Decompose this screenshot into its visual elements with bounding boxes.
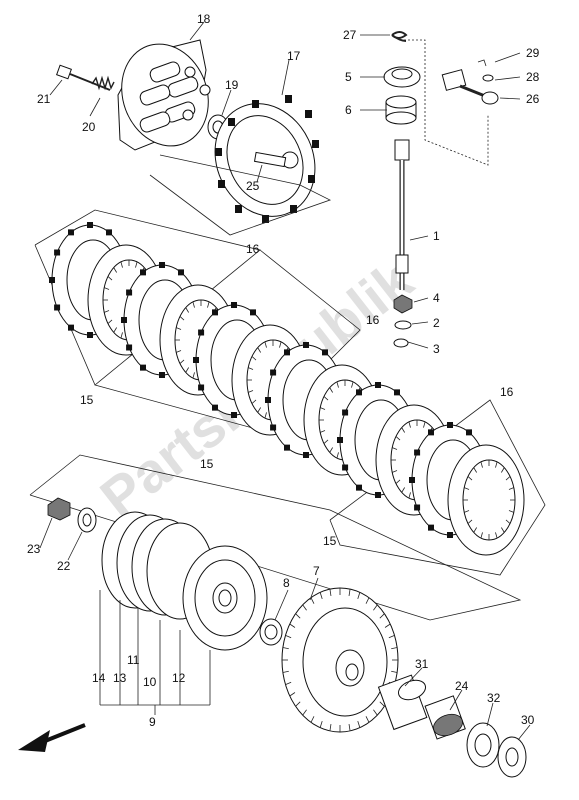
callout-leaders [39,21,531,741]
clutch-housing-7 [281,587,399,733]
callout-20: 20 [82,120,96,134]
callout-4: 4 [433,291,440,305]
callout-16a: 16 [246,242,260,256]
callout-15a: 15 [80,393,94,407]
needle-bearing-24 [424,695,466,740]
lever-26 [441,69,499,105]
adjuster-bolt [56,64,115,91]
callout-5: 5 [345,70,352,84]
callout-17: 17 [287,49,301,63]
clutch-plate-17 [214,95,319,223]
spacer-31 [377,674,428,731]
callout-13: 13 [113,671,127,685]
callout-26: 26 [526,92,540,106]
callout-24: 24 [455,679,469,693]
callout-2: 2 [433,316,440,330]
callout-10: 10 [143,675,157,689]
callout-6: 6 [345,103,352,117]
callout-21: 21 [37,92,51,106]
washer-22 [77,507,97,533]
group-bracket-9 [99,590,211,715]
callout-18: 18 [197,12,211,26]
callout-31: 31 [415,657,429,671]
callout-7: 7 [313,564,320,578]
washer-3 [393,338,409,348]
spring-clip-27 [391,31,408,42]
callout-9: 9 [149,715,156,729]
callout-22: 22 [57,559,71,573]
callout-23: 23 [27,542,41,556]
callout-30: 30 [521,713,535,727]
pressure-plate [117,39,211,151]
callout-27: 27 [343,28,357,42]
washer-8 [259,618,283,646]
nut-4 [393,294,413,314]
callout-1: 1 [433,229,440,243]
callout-15c: 15 [323,534,337,548]
front-direction-arrow-icon [18,723,86,752]
needle-bearing-6 [385,95,417,125]
callout-11: 11 [127,653,140,667]
callout-labels: 1 2 3 4 5 6 7 8 9 10 11 12 13 14 15 15 1… [27,12,540,729]
callout-12: 12 [172,671,186,685]
callout-8: 8 [283,576,290,590]
callout-3: 3 [433,342,440,356]
callout-15b: 15 [200,457,214,471]
callout-32: 32 [487,691,501,705]
callout-14: 14 [92,671,106,685]
clutch-boss-12 [182,545,268,651]
washer-30 [497,736,527,778]
oil-seal-5 [383,66,421,88]
washer-2 [394,320,412,330]
callout-28: 28 [526,70,540,84]
callout-16c: 16 [500,385,514,399]
clip-28 [482,74,494,82]
callout-25: 25 [246,179,260,193]
callout-16b: 16 [366,313,380,327]
push-rod-1 [394,139,410,290]
gear-32 [466,722,500,768]
friction-plates [49,222,525,556]
nut-23 [47,497,71,521]
screw-29 [477,59,487,67]
callout-29: 29 [526,46,540,60]
callout-19: 19 [225,78,239,92]
steel-plate [447,444,525,556]
